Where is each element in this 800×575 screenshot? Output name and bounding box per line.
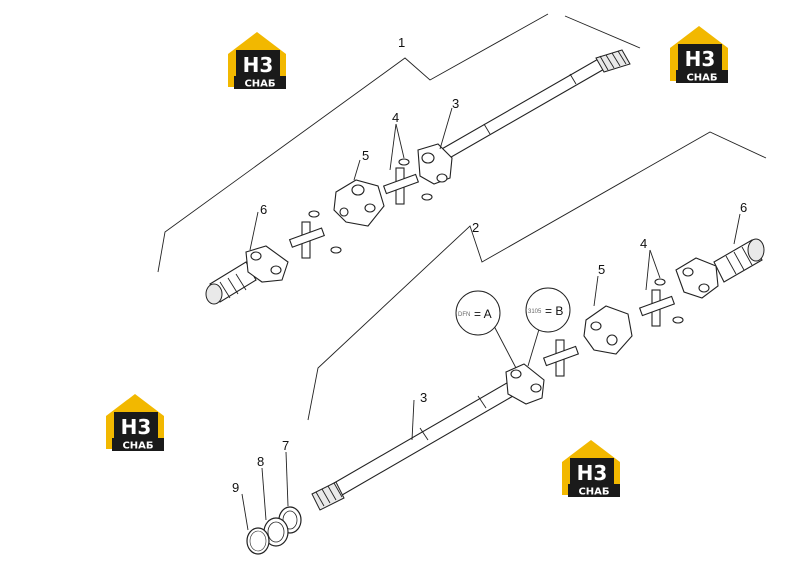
leader-9	[241, 493, 249, 531]
leader-bubble-a	[493, 325, 517, 369]
callout-2: 2	[472, 220, 479, 235]
logo-letters: H3	[685, 47, 716, 71]
assembly-1-bracket-line	[157, 13, 549, 273]
leader-3-top	[439, 107, 453, 150]
callout-8: 8	[257, 454, 264, 469]
universal-joint-cross-upper	[382, 158, 433, 205]
logo-caption: СНАБ	[122, 441, 153, 452]
leader-5-top	[353, 159, 361, 181]
logo-letters: H3	[577, 461, 608, 485]
logo-caption: СНАБ	[244, 79, 275, 90]
bubble-b-code: 3105	[528, 309, 542, 315]
double-yoke-upper	[333, 179, 385, 227]
leader-8	[261, 467, 267, 521]
callout-7: 7	[282, 438, 289, 453]
leader-3-bottom	[411, 399, 415, 441]
universal-joint-cross-lower-right	[638, 278, 684, 327]
axle-shaft-lower	[311, 379, 521, 511]
callout-4-bottom: 4	[640, 236, 647, 251]
leader-4-top	[389, 123, 397, 171]
callout-6-right: 6	[740, 200, 747, 215]
detail-bubble-a: DFN = A	[455, 290, 501, 336]
logo-caption: СНАБ	[686, 73, 717, 84]
logo-letters: H3	[243, 53, 274, 77]
shaft-yoke-upper	[417, 143, 453, 185]
leader-4-top	[395, 123, 405, 159]
brand-logo: H3 СНАБ	[228, 32, 286, 90]
callout-9: 9	[232, 480, 239, 495]
universal-joint-cross-upper-left	[288, 210, 342, 259]
leader-7	[285, 451, 289, 507]
leader-6-right	[733, 213, 741, 245]
callout-3-top: 3	[452, 96, 459, 111]
callout-6-left: 6	[260, 202, 267, 217]
assembly-2-bracket-line	[307, 131, 767, 421]
bubble-b-label: = B	[545, 304, 563, 318]
double-yoke-lower	[583, 305, 633, 355]
axle-shaft-upper	[439, 49, 631, 161]
callout-1: 1	[398, 35, 405, 50]
bubble-a-code: DFN	[458, 312, 470, 318]
leader-4-bottom	[649, 249, 661, 279]
stub-shaft-upper	[205, 245, 289, 305]
logo-letters: H3	[121, 415, 152, 439]
bubble-a-label: = A	[474, 307, 492, 321]
detail-bubble-b: 3105 = B	[525, 287, 571, 333]
leader-4-bottom	[645, 249, 651, 291]
callout-5-bottom: 5	[598, 262, 605, 277]
leader-5-bottom	[593, 275, 599, 307]
callout-3-bottom: 3	[420, 390, 427, 405]
brand-logo: H3 СНАБ	[670, 26, 728, 84]
leader-bubble-b	[527, 325, 541, 367]
callout-4-top: 4	[392, 110, 399, 125]
assembly-1-bracket-line	[564, 15, 641, 49]
snap-ring-9	[246, 527, 270, 555]
shaft-yoke-lower	[505, 363, 545, 405]
callout-5-top: 5	[362, 148, 369, 163]
brand-logo: H3 СНАБ	[562, 440, 620, 498]
stub-shaft-lower	[675, 238, 765, 299]
leader-6-left	[249, 211, 259, 251]
brand-logo: H3 СНАБ	[106, 394, 164, 452]
ring-8	[263, 517, 289, 547]
logo-caption: СНАБ	[578, 487, 609, 498]
universal-joint-cross-lower	[542, 339, 580, 377]
